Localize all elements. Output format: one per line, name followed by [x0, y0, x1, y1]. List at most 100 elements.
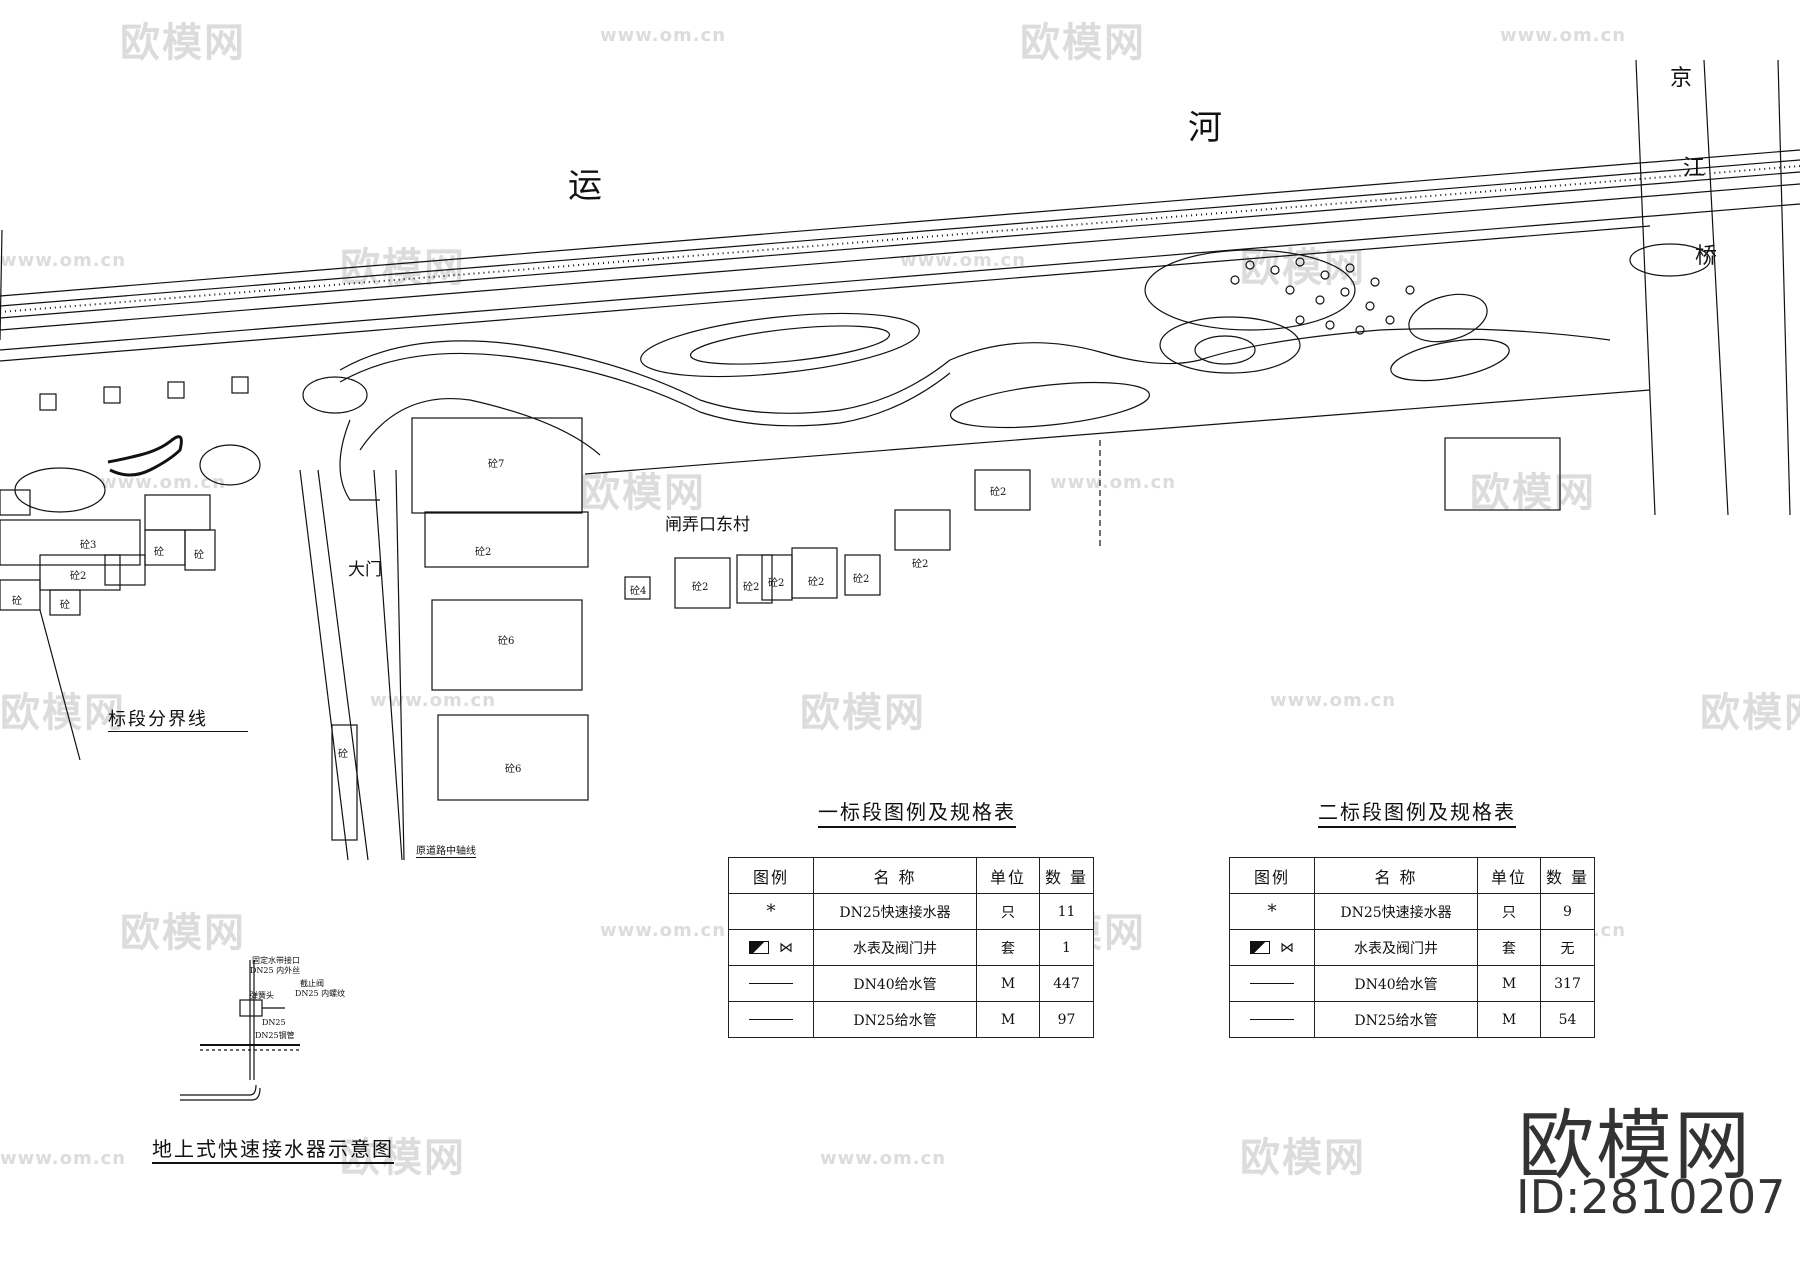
building-label: 砼	[194, 550, 204, 561]
watermark-brand: 欧模网	[580, 470, 706, 516]
meter-valve-icon: ⋈	[728, 929, 814, 966]
detail-note: 固定水带接口	[252, 956, 300, 965]
col-qty: 数 量	[1039, 857, 1094, 894]
watermark-brand: 欧模网	[1470, 470, 1596, 516]
col-legend: 图例	[728, 857, 814, 894]
table-header-row: 图例 名 称 单位 数 量	[728, 857, 1094, 894]
detail-note: DN25 内螺纹	[295, 989, 346, 998]
table-row: * DN25快速接水器 只 9	[1229, 893, 1595, 930]
detail-note: DN25	[262, 1018, 286, 1027]
row-unit: M	[1477, 1001, 1541, 1038]
watermark-brand: 欧模网	[1240, 245, 1366, 291]
building-label: 砼2	[70, 571, 87, 582]
detail-note: DN25钢管	[255, 1031, 295, 1040]
detail-note: DN25 内外丝	[250, 966, 301, 975]
pipe-line-icon	[1229, 1001, 1315, 1038]
building-label: 砼2	[743, 582, 760, 593]
row-unit: M	[976, 1001, 1040, 1038]
watermark-brand: 欧模网	[1700, 690, 1800, 736]
row-unit: 只	[976, 893, 1040, 930]
buildings	[0, 417, 1561, 841]
brand-id: ID:2810207	[1516, 1170, 1786, 1224]
watermark-url: www.om.cn	[820, 1148, 947, 1169]
table-row: ⋈ 水表及阀门井 套 无	[1229, 929, 1595, 966]
row-qty: 97	[1039, 1001, 1094, 1038]
watermark-brand: 欧模网	[1240, 1135, 1366, 1181]
road-axis-label: 原道路中轴线	[416, 842, 476, 858]
bridge-outline	[1635, 59, 1791, 516]
roads	[0, 229, 1101, 861]
building-label: 砼2	[990, 487, 1007, 498]
table1-title: 一标段图例及规格表	[818, 796, 1016, 828]
watermark-url: www.om.cn	[1500, 25, 1627, 46]
row-name: 水表及阀门井	[813, 929, 977, 966]
boundary-label: 标段分界线	[108, 705, 248, 732]
row-qty: 1	[1039, 929, 1094, 966]
watermark-url: www.om.cn	[1270, 690, 1397, 711]
row-name: 水表及阀门井	[1314, 929, 1478, 966]
watermark-url: www.om.cn	[1050, 472, 1177, 493]
building-label: 砼2	[475, 547, 492, 558]
row-qty: 无	[1540, 929, 1595, 966]
row-unit: M	[976, 965, 1040, 1002]
tree-grid	[1230, 257, 1415, 335]
col-unit: 单位	[1477, 857, 1541, 894]
building-label: 砼	[338, 749, 348, 760]
detail-note: 弹簧头	[250, 991, 274, 1000]
river-char-he: 河	[1188, 108, 1222, 148]
row-qty: 447	[1039, 965, 1094, 1002]
row-name: DN40给水管	[813, 965, 977, 1002]
watermark-brand: 欧模网	[340, 1135, 466, 1181]
row-qty: 11	[1039, 893, 1094, 930]
watermark-url: www.om.cn	[0, 250, 127, 271]
col-qty: 数 量	[1540, 857, 1595, 894]
building-label: 砼	[12, 596, 22, 607]
building-label: 砼2	[912, 559, 929, 570]
row-name: DN25快速接水器	[813, 893, 977, 930]
watermark-brand: 欧模网	[120, 910, 246, 956]
building-label: 砼6	[505, 764, 522, 775]
building-label: 砼3	[80, 540, 97, 551]
row-name: DN25给水管	[813, 1001, 977, 1038]
table2-title: 二标段图例及规格表	[1318, 796, 1516, 828]
building-label: 砼2	[768, 578, 785, 589]
col-name: 名 称	[1314, 857, 1478, 894]
pipe-line-icon	[1229, 965, 1315, 1002]
row-unit: M	[1477, 965, 1541, 1002]
col-name: 名 称	[813, 857, 977, 894]
legend-symbol: *	[1229, 893, 1315, 930]
row-unit: 套	[976, 929, 1040, 966]
meter-valve-icon: ⋈	[1229, 929, 1315, 966]
building-label: 砼7	[488, 459, 505, 470]
col-legend: 图例	[1229, 857, 1315, 894]
watermark-url: www.om.cn	[600, 25, 727, 46]
table-row: DN25给水管 M 54	[1229, 1001, 1595, 1038]
pipe-line-icon	[728, 1001, 814, 1038]
table-row: DN25给水管 M 97	[728, 1001, 1094, 1038]
watermark-brand: 欧模网	[800, 690, 926, 736]
watermark-url: www.om.cn	[100, 472, 227, 493]
watermark-url: www.om.cn	[0, 1148, 127, 1169]
table-row: * DN25快速接水器 只 11	[728, 893, 1094, 930]
riverside-walkway	[0, 149, 1800, 475]
row-unit: 套	[1477, 929, 1541, 966]
row-name: DN25给水管	[1314, 1001, 1478, 1038]
building-label: 砼	[60, 600, 70, 611]
row-unit: 只	[1477, 893, 1541, 930]
gate-label: 大门	[348, 560, 382, 580]
bridge-char-qiao: 桥	[1695, 244, 1718, 269]
water-pipeline	[339, 328, 1611, 501]
row-name: DN40给水管	[1314, 965, 1478, 1002]
village-label: 闸弄口东村	[665, 515, 750, 535]
table-row: DN40给水管 M 317	[1229, 965, 1595, 1002]
building-label: 砼	[154, 547, 164, 558]
watermark-url: www.om.cn	[600, 920, 727, 941]
river-char-yun: 运	[568, 166, 602, 206]
watermark-brand: 欧模网	[340, 245, 466, 291]
table-header-row: 图例 名 称 单位 数 量	[1229, 857, 1595, 894]
bridge-char-jing: 京	[1670, 66, 1693, 91]
row-qty: 54	[1540, 1001, 1595, 1038]
building-label: 砼2	[692, 582, 709, 593]
watermark-brand: 欧模网	[120, 20, 246, 66]
